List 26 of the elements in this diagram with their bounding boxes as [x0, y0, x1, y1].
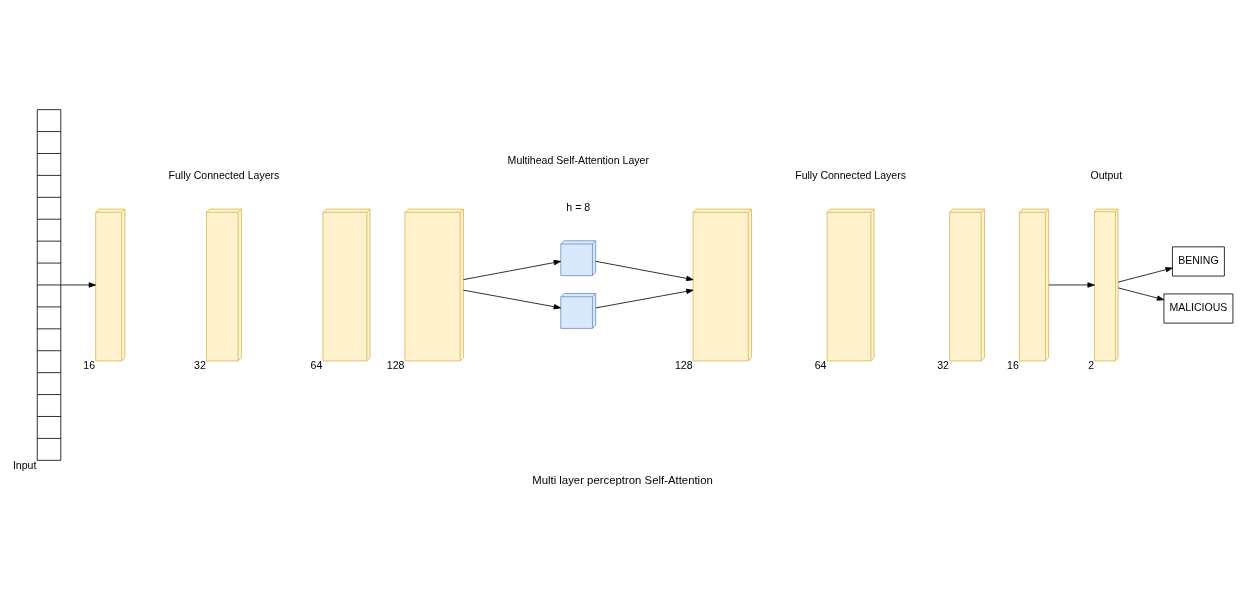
node-box: BENING — [1172, 246, 1225, 277]
arrow — [463, 289, 561, 310]
arrow — [595, 260, 694, 282]
node-label: 2 — [1088, 359, 1095, 372]
label: Multihead Self-Attention Layer — [507, 153, 649, 166]
arrow — [595, 288, 694, 309]
node-label: 32 — [194, 359, 206, 372]
node-label: 128 — [674, 359, 693, 372]
label: h = 8 — [566, 200, 591, 213]
node-label: 64 — [310, 359, 323, 372]
arrow — [60, 282, 96, 288]
label: Output — [1090, 168, 1123, 181]
label: Fully Connected Layers — [168, 168, 280, 181]
caption: Multi layer perceptron Self-Attention — [532, 474, 713, 487]
arrow — [463, 259, 561, 281]
node-label: 128 — [386, 359, 405, 372]
node-label: 16 — [83, 359, 96, 372]
node-label: 16 — [1007, 359, 1019, 372]
label: Fully Connected Layers — [795, 168, 906, 181]
arrow — [1117, 287, 1165, 301]
arrow — [1117, 267, 1173, 283]
node-label: 64 — [814, 359, 827, 372]
node-label: 32 — [937, 359, 949, 372]
node-label: Input — [12, 459, 37, 472]
arrow — [1048, 282, 1095, 288]
node-box: MALICIOUS — [1163, 293, 1234, 324]
